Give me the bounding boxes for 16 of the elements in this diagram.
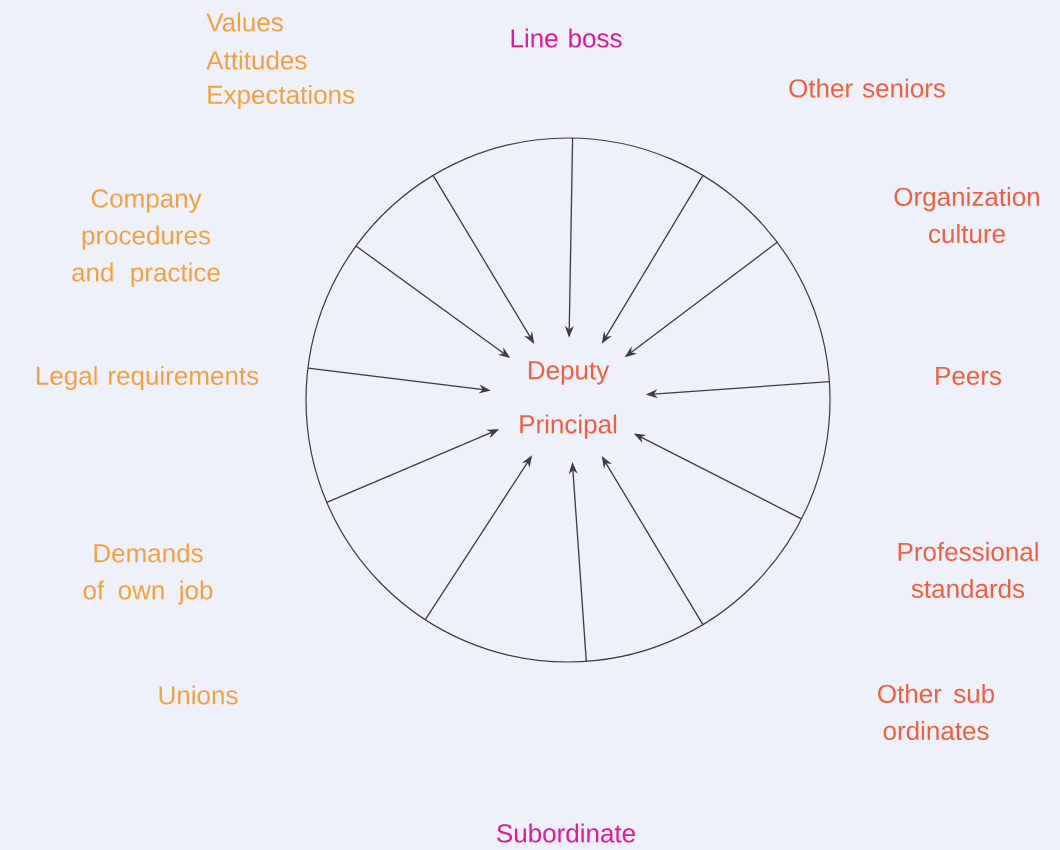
factor-label: Organization culture	[894, 186, 1039, 244]
boundary-circle	[305, 137, 831, 663]
factor-label: Subordinate	[497, 823, 635, 843]
factor-label: Unions	[159, 685, 238, 705]
factor-label: Legal requirements	[36, 365, 259, 391]
factor-label: Other seniors	[789, 78, 945, 98]
factor-label: Line boss	[511, 28, 622, 48]
factor-label: Expectations	[208, 84, 355, 110]
factor-label: Peers	[936, 366, 1001, 386]
factor-label: Professional standards	[898, 541, 1038, 599]
factor-label: Other sub ordinates	[878, 683, 995, 741]
factor-label: Attitudes	[206, 50, 307, 70]
center-label: Deputy Principal	[520, 361, 617, 439]
factor-label: Values	[206, 12, 283, 32]
factor-label: Demands of own job	[83, 543, 213, 605]
factor-label: Company procedures and practice	[72, 189, 220, 287]
